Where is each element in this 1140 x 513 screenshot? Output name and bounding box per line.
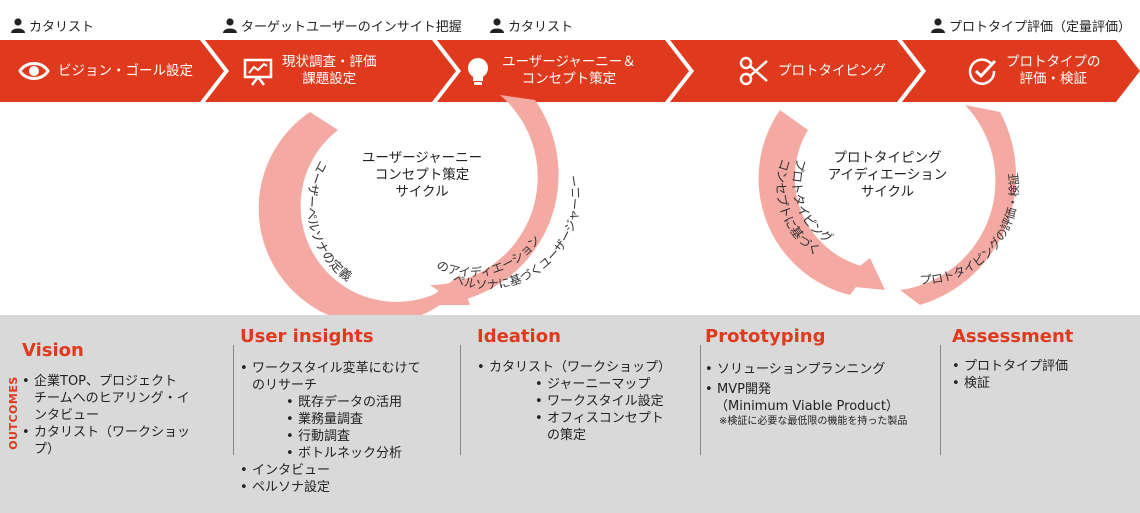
column-title-vision: Vision (22, 340, 84, 361)
cycle-journey-concept: ユーザーペルソナの定義 ペルソナに基づくユーザージャーニー のアイディエーション (258, 95, 583, 320)
cycle-prototyping-ideation: コンセプトに基づく プロトタイピング プロトタイピングの評価・検証 (758, 105, 1021, 305)
column-divider (460, 345, 461, 455)
chevron-research (205, 40, 456, 102)
column-list-vision: 企業TOP、プロジェクト チームへのヒアリング・イ ンタビュー カタリスト（ワー… (22, 373, 222, 458)
role-label-catalyst-2: カタリスト (489, 14, 573, 36)
column-title-ideation: Ideation (477, 326, 561, 347)
column-title-prototyping: Prototyping (705, 326, 826, 347)
chevron-vision (0, 40, 224, 102)
cycle1-arrowhead (420, 275, 470, 305)
process-chevron-band (0, 40, 1140, 102)
column-list-user-insights: ワークスタイル変革にむけて のリサーチ 既存データの活用 業務量調査 行動調査 … (240, 360, 460, 496)
cycle1-center-label: ユーザージャーニー コンセプト策定 サイクル (361, 150, 483, 200)
scissors-icon (739, 56, 768, 86)
step-research: 現状調査・評価課題設定 (242, 40, 377, 102)
column-divider (700, 345, 701, 455)
outcomes-label: OUTCOMES (7, 376, 20, 450)
step-assessment: プロトタイプの評価・検証 (966, 40, 1101, 102)
column-list-assessment: プロトタイプ評価 検証 (952, 358, 1122, 392)
column-divider (940, 345, 941, 455)
cycle2-arc-left (758, 110, 870, 295)
person-icon (931, 18, 945, 33)
column-title-assessment: Assessment (952, 326, 1074, 347)
cycle1-arc-left (258, 112, 455, 320)
step-journey: ユーザージャーニー＆コンセプト策定 (462, 40, 636, 102)
step-vision: ビジョン・ゴール設定 (18, 40, 193, 102)
person-icon (223, 18, 237, 33)
person-icon (490, 18, 504, 33)
column-list-ideation: カタリスト（ワークショップ） ジャーニーマップ ワークスタイル設定 オフィスコン… (477, 359, 692, 444)
role-label-target-insight: ターゲットユーザーのインサイト把握 (222, 14, 462, 36)
cycle2-center-label: プロトタイピング アイディエーション サイクル (827, 150, 948, 200)
column-list-prototyping: ソリューションプランニング MVP開発 （Minimum Viable Prod… (705, 361, 935, 429)
check-circle-icon (968, 58, 997, 85)
step-prototyping: プロトタイピング (738, 40, 886, 102)
column-title-user-insights: User insights (240, 326, 374, 347)
eye-icon (18, 62, 50, 80)
cycle2-arc-right (900, 105, 1017, 305)
role-label-catalyst-1: カタリスト (10, 14, 94, 36)
column-divider (233, 345, 234, 455)
chevron-assessment (902, 40, 1140, 102)
cycle2-arrowhead (835, 258, 885, 290)
cycle1-arc-right (430, 95, 559, 302)
chevron-prototyping (670, 40, 921, 102)
person-icon (11, 18, 25, 33)
chevron-journey (437, 40, 689, 102)
role-label-prototype-eval: プロトタイプ評価（定量評価） (930, 14, 1131, 36)
cycles-diagram: ユーザーペルソナの定義 ペルソナに基づくユーザージャーニー のアイディエーション… (258, 95, 1021, 320)
lightbulb-icon (468, 58, 488, 85)
presentation-chart-icon (243, 58, 273, 86)
